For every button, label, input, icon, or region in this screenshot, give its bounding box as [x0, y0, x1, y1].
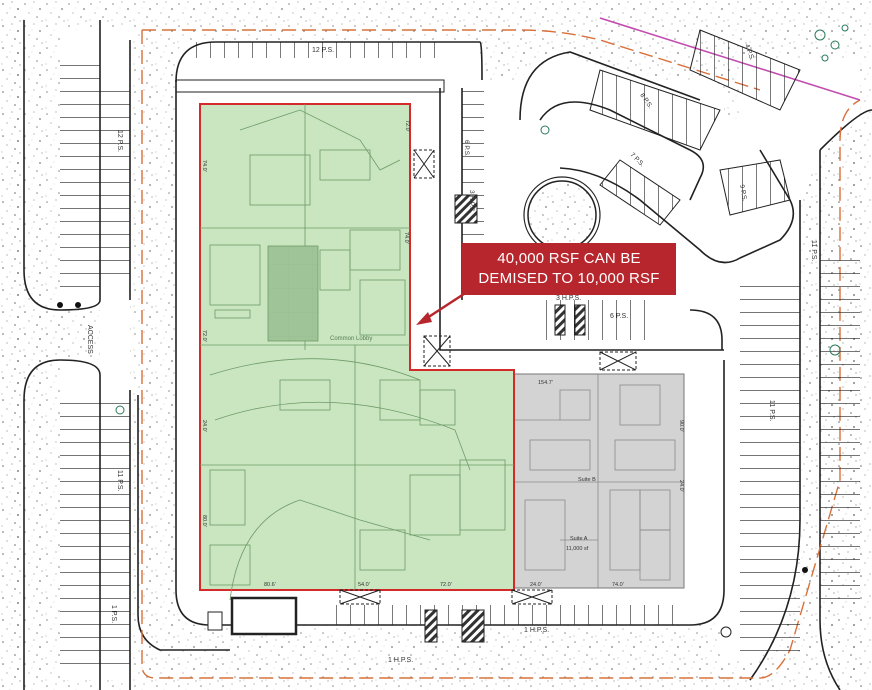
available-suite-highlight [199, 103, 515, 601]
label-dim-74: 74.0' [403, 232, 409, 244]
parking-stalls [60, 29, 860, 670]
label-1-hps: 1 H.P.S. [524, 627, 549, 634]
entry-markers [339, 149, 637, 605]
label-suite-b: Suite B [578, 477, 596, 483]
label-dim-90: 90.0' [678, 420, 684, 432]
setback-line [141, 29, 861, 679]
label-common-lobby: Common Lobby [330, 336, 372, 342]
label-1-ps: 1 P.S. [110, 605, 117, 623]
other-suite [513, 373, 685, 589]
landscape-shrubs [57, 24, 849, 638]
plan-labels: 12 P.S. 12 P.S. ACCESS 3 H.P.S. 3 H.P.S.… [86, 43, 817, 664]
demising-callout: 40,000 RSF CAN BE DEMISED TO 10,000 RSF [462, 243, 676, 295]
label-9-ps: 9 P.S. [738, 184, 748, 202]
label-dim-154: 154.7' [538, 380, 553, 386]
label-11-ps-left: 11 P.S. [116, 470, 123, 492]
label-dim-80-left: 80.6' [264, 582, 276, 588]
label-dim-74-top: 74.0' [201, 160, 207, 172]
callout-arrow [416, 288, 471, 325]
label-top-parking: 12 P.S. [312, 47, 334, 54]
label-6-ps: 6 P.S. [463, 140, 470, 157]
label-dim-54: 54.0' [358, 582, 370, 588]
label-dim-72: 72.0' [201, 330, 207, 342]
label-dim-24-b: 24.0' [678, 480, 684, 492]
label-6-ps-right: 6 P.S. [610, 313, 628, 320]
callout-line-1: 40,000 RSF CAN BE [497, 250, 641, 267]
label-left-parking: 12 P.S. [116, 130, 123, 152]
label-dim-72-bottom: 72.0' [440, 582, 452, 588]
label-11-ps-bottom: 11 P.S. [768, 400, 775, 422]
label-suite-a: Suite A [570, 536, 588, 542]
label-dim-72-left: 72.0' [404, 120, 410, 132]
label-dim-24: 24.0' [201, 420, 207, 432]
label-dim-80: 80.0' [201, 515, 207, 527]
label-11-ps-right: 11 P.S. [810, 240, 817, 262]
label-suite-a-area: 11,000 sf [566, 546, 589, 552]
label-access: ACCESS [86, 325, 93, 354]
building-outline [175, 79, 445, 636]
label-dim-74-bottom: 74.0' [612, 582, 624, 588]
label-dim-24-bottom: 24.0' [530, 582, 542, 588]
label-1-hps-bottom: 1 H.P.S. [388, 657, 413, 664]
callout-line-2: DEMISED TO 10,000 RSF [478, 270, 660, 287]
label-3-hps-side: 3 H.P.S. [468, 190, 475, 214]
label-3-hps: 3 H.P.S. [556, 295, 581, 302]
